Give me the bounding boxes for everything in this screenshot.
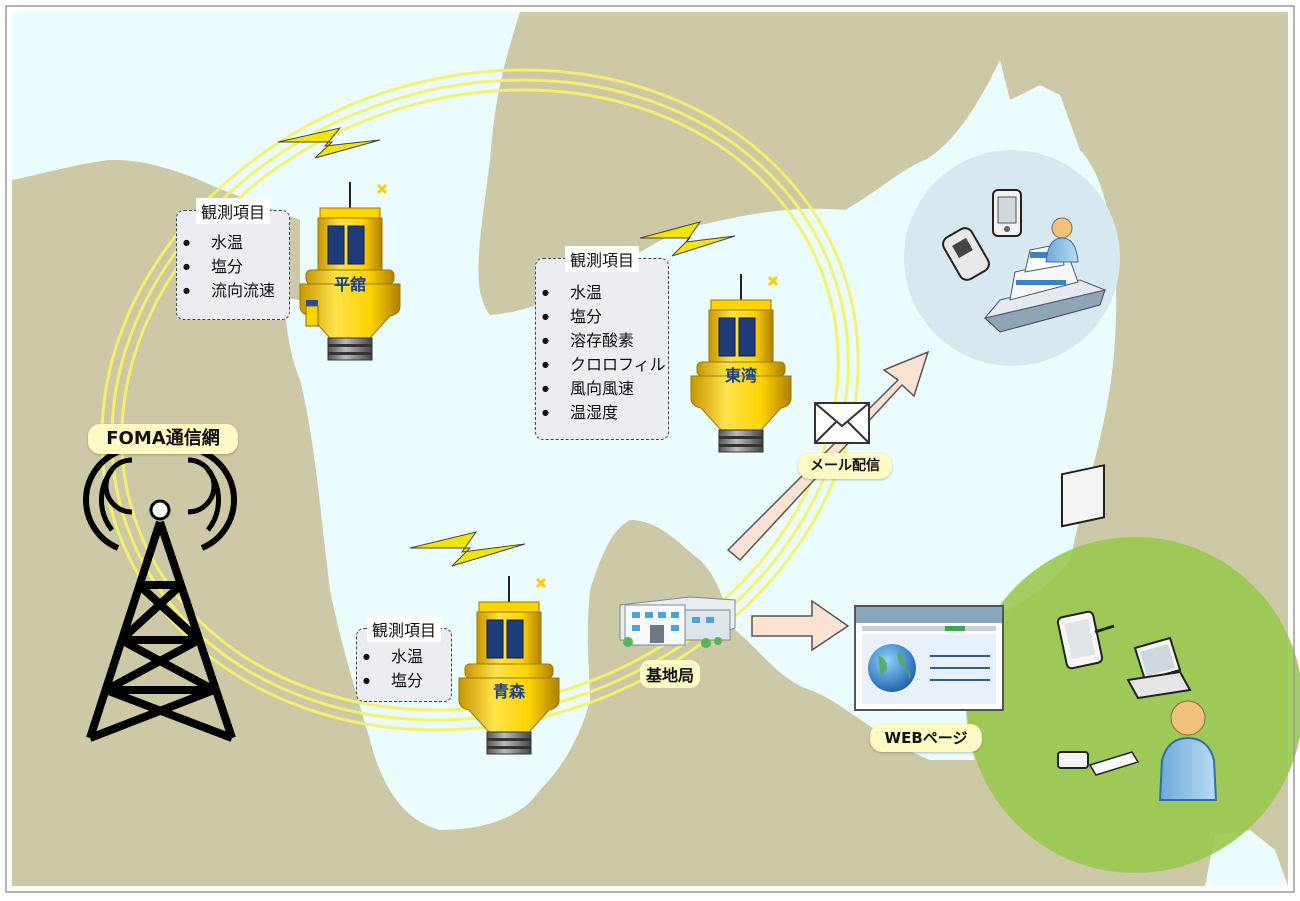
observation-box-aomori: 観測項目 水温 塩分 — [356, 616, 452, 702]
observation-list: 水温 塩分 — [357, 645, 451, 693]
tablet-icon — [1056, 610, 1115, 670]
observation-box-title: 観測項目 — [564, 246, 640, 272]
observation-item: 塩分 — [357, 669, 451, 693]
buoy-label-hiradate: 平舘 — [334, 275, 366, 294]
observation-item: 流向流速 — [177, 279, 289, 303]
user-person-icon — [1158, 700, 1218, 801]
mail-envelope-icon — [814, 402, 870, 444]
observation-item: 水温 — [177, 231, 289, 255]
observation-box-touwan: 観測項目 水温 塩分 溶存酸素 クロロフィル 風向風速 温湿度 — [535, 246, 669, 440]
base-station-building-icon — [619, 596, 736, 648]
observation-item: 水温 — [357, 645, 451, 669]
observation-item: 温湿度 — [536, 401, 668, 425]
frame-border — [5, 5, 1295, 893]
network-label: FOMA通信網 — [88, 424, 238, 454]
observation-item: クロロフィル — [536, 353, 668, 377]
observation-item: 水温 — [536, 281, 668, 305]
radio-tower-icon — [83, 449, 237, 742]
person-icon — [1045, 217, 1079, 263]
buoy-label-aomori: 青森 — [493, 682, 526, 701]
observation-box-title: 観測項目 — [195, 198, 271, 224]
observation-list: 水温 塩分 溶存酸素 クロロフィル 風向風速 温湿度 — [536, 281, 668, 425]
mail-receiver-circle — [904, 150, 1120, 366]
web-page-label: WEBページ — [870, 724, 982, 752]
base-station-label: 基地局 — [640, 660, 701, 688]
observation-item: 風向風速 — [536, 377, 668, 401]
buoy-label-touwan: 東湾 — [725, 366, 757, 385]
lightning-icon — [277, 127, 381, 159]
ship-icon — [983, 243, 1107, 333]
web-page-icon — [854, 605, 1004, 711]
observation-box-title: 観測項目 — [366, 616, 442, 642]
desktop-computer-icon — [1057, 464, 1140, 776]
laptop-icon — [1126, 636, 1192, 700]
web-arrow — [751, 599, 850, 652]
mail-delivery-label: メール配信 — [798, 453, 892, 479]
smartphone-icon — [992, 189, 1022, 237]
communication-ring — [100, 68, 860, 732]
observation-item: 塩分 — [177, 255, 289, 279]
mobile-phone-icon — [942, 227, 990, 281]
observation-item: 塩分 — [536, 305, 668, 329]
lightning-icon — [409, 531, 526, 567]
lightning-icon — [639, 221, 736, 257]
observation-box-hiradate: 観測項目 水温 塩分 流向流速 — [176, 198, 290, 320]
observation-list: 水温 塩分 流向流速 — [177, 231, 289, 303]
web-user-circle — [967, 537, 1300, 873]
observation-item: 溶存酸素 — [536, 329, 668, 353]
small-buoy-icon — [305, 300, 319, 327]
